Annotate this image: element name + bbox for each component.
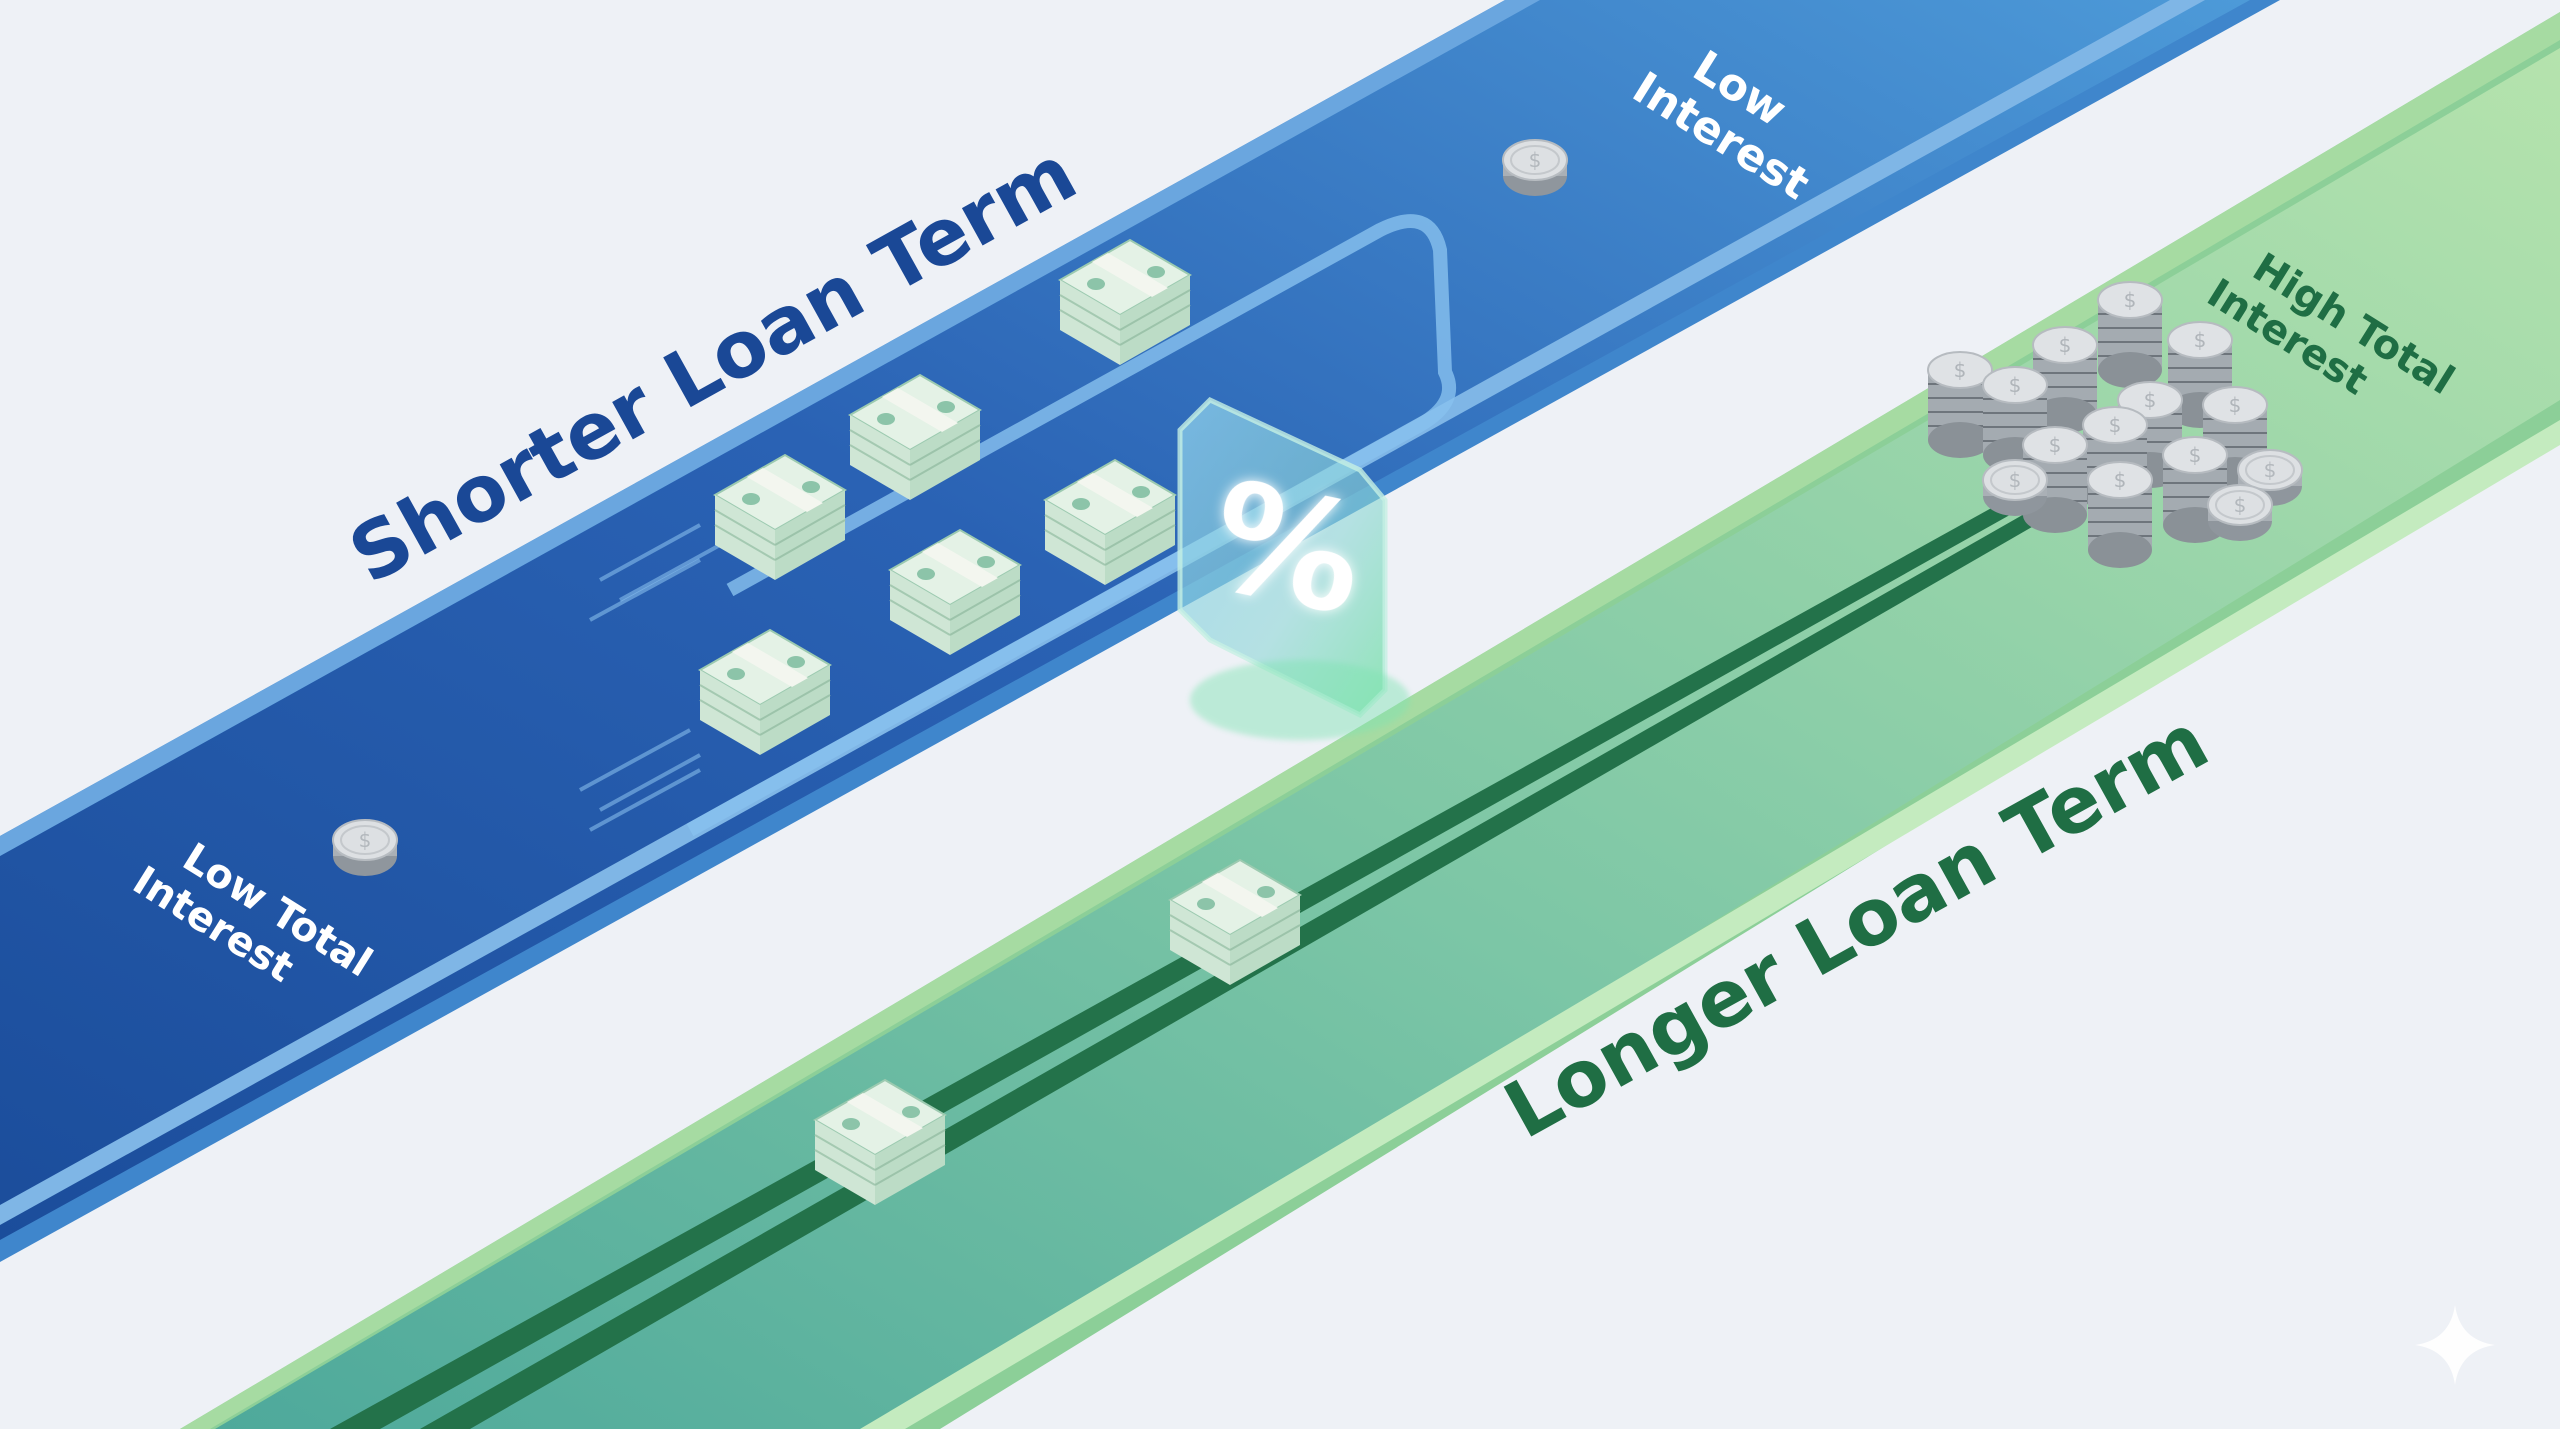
motion-streaks bbox=[579, 523, 721, 832]
lane-track bbox=[686, 214, 1456, 837]
shorter-loan-band bbox=[0, 0, 2280, 1262]
coin-icon bbox=[1502, 139, 1568, 197]
coin-icon bbox=[332, 819, 398, 877]
percent-symbol: % bbox=[1196, 449, 1379, 650]
percent-badge: % bbox=[1177, 396, 1410, 740]
sparkle-icon bbox=[2415, 1305, 2495, 1385]
